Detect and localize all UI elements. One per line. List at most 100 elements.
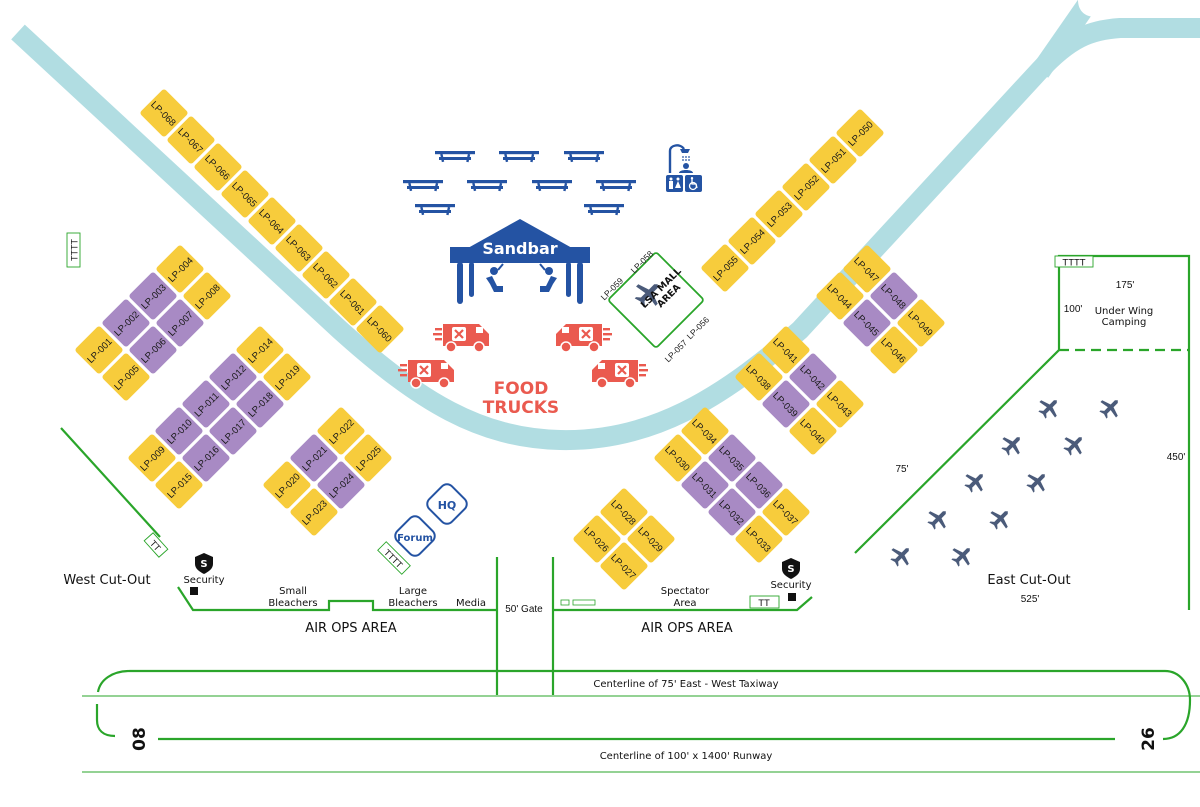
lot-plot[interactable]: LP-009 [127, 433, 176, 482]
lot-plot[interactable]: LP-004 [155, 244, 204, 293]
lot-plot[interactable]: LP-043 [815, 379, 864, 428]
lot-plot[interactable]: LP-050 [835, 108, 884, 157]
picnic-table-icon [403, 180, 443, 192]
lot-plot[interactable]: LP-055 [700, 243, 749, 292]
lot-plot[interactable]: LP-048 [869, 271, 918, 320]
gate-label: 50' Gate [505, 604, 543, 615]
food-trucks-label-line2: TRUCKS [483, 398, 559, 418]
lot-plot[interactable]: LP-008 [182, 271, 231, 320]
lot-plot-tile [275, 224, 323, 272]
lot-plot[interactable]: LP-031 [680, 460, 729, 509]
lot-plot[interactable]: LP-033 [734, 514, 783, 563]
lot-plot[interactable]: LP-005 [101, 352, 150, 401]
lot-plot-tile [155, 407, 203, 455]
lot-plot[interactable]: LP-063 [274, 223, 323, 272]
lot-plot-tile [681, 461, 729, 509]
lot-plot[interactable]: LP-018 [235, 379, 284, 428]
runway-centerline-label: Centerline of 100' x 1400' Runway [600, 751, 773, 762]
lsa-mall-area[interactable]: LSA MALL AREA [606, 247, 707, 348]
lot-plot[interactable]: LP-010 [154, 406, 203, 455]
picnic-table-icon [415, 204, 455, 216]
lot-plot[interactable]: LP-044 [815, 271, 864, 320]
lot-plot[interactable]: LP-053 [754, 189, 803, 238]
security-shield-icon [782, 558, 800, 579]
lot-plot-tile [209, 407, 257, 455]
lot-plot[interactable]: LP-060 [355, 304, 404, 353]
lot-plot[interactable]: LP-062 [301, 250, 350, 299]
small-bleachers-label: Bleachers [268, 598, 317, 609]
lot-plot[interactable]: LP-007 [155, 298, 204, 347]
lot-plot[interactable]: LP-015 [154, 460, 203, 509]
dimension-label: 75' [895, 464, 908, 475]
runway-number-26: 26 [1139, 727, 1159, 751]
lot-plot[interactable]: LP-065 [220, 169, 269, 218]
lot-plot[interactable]: LP-068 [139, 88, 188, 137]
lot-plot[interactable]: LP-042 [788, 352, 837, 401]
picnic-area [403, 151, 636, 216]
lot-plot[interactable]: LP-054 [727, 216, 776, 265]
lot-plot[interactable]: LP-030 [653, 433, 702, 482]
lot-plot[interactable]: LP-052 [781, 162, 830, 211]
runway-number-08: 08 [130, 727, 150, 751]
lot-plot[interactable]: LP-021 [289, 433, 338, 482]
lot-plot[interactable]: LP-020 [262, 460, 311, 509]
lot-plot[interactable]: LP-026 [572, 514, 621, 563]
lot-plot[interactable]: LP-019 [262, 352, 311, 401]
lot-plot[interactable]: LP-003 [128, 271, 177, 320]
lot-plot[interactable]: LP-029 [626, 514, 675, 563]
lot-plot[interactable]: LP-023 [289, 487, 338, 536]
lot-plot[interactable]: LP-067 [166, 115, 215, 164]
lot-plot[interactable]: LP-006 [128, 325, 177, 374]
lot-plot[interactable]: LP-038 [734, 352, 783, 401]
toilet-west-quad: TTTT [66, 232, 81, 268]
lot-plot-tile [789, 353, 837, 401]
lot-plot[interactable]: LP-066 [193, 142, 242, 191]
lot-plot[interactable]: LP-040 [788, 406, 837, 455]
food-truck-icon [431, 322, 491, 354]
lot-plot[interactable]: LP-046 [869, 325, 918, 374]
lot-plot[interactable]: LP-001 [74, 325, 123, 374]
lot-plot-tile [843, 245, 891, 293]
lot-plot-tile [317, 407, 365, 455]
lot-plot[interactable]: LP-039 [761, 379, 810, 428]
lot-plot[interactable]: LP-032 [707, 487, 756, 536]
lot-plot[interactable]: LP-051 [808, 135, 857, 184]
lot-plot[interactable]: LP-017 [208, 406, 257, 455]
lot-plot-tile [809, 136, 857, 184]
lot-plot[interactable]: LP-037 [761, 487, 810, 536]
parked-aircraft-icon [997, 429, 1028, 460]
picnic-table-icon [467, 180, 507, 192]
lot-plot[interactable]: LP-047 [842, 244, 891, 293]
lot-plot[interactable]: LP-045 [842, 298, 891, 347]
lot-plot[interactable]: LP-036 [734, 460, 783, 509]
runway-edge-lines [82, 695, 1200, 773]
lot-plot[interactable]: LP-014 [235, 325, 284, 374]
lot-plot[interactable]: LP-027 [599, 541, 648, 590]
lot-plot[interactable]: LP-028 [599, 487, 648, 536]
lot-plot-tile [897, 299, 945, 347]
picnic-table-icon [435, 151, 475, 163]
lot-plot[interactable]: LP-035 [707, 433, 756, 482]
hq-label: HQ [438, 499, 457, 512]
lot-plot[interactable]: LP-022 [316, 406, 365, 455]
parked-aircraft-icon [985, 503, 1016, 534]
lot-plot[interactable]: LP-011 [181, 379, 230, 428]
lot-plot[interactable]: LP-024 [316, 460, 365, 509]
lot-plot[interactable]: LP-041 [761, 325, 810, 374]
security-east: Security [770, 558, 812, 601]
lot-plot[interactable]: LP-025 [343, 433, 392, 482]
lot-plot-tile [155, 461, 203, 509]
lot-plot[interactable]: LP-002 [101, 298, 150, 347]
lot-plot[interactable]: LP-049 [896, 298, 945, 347]
lot-plot[interactable]: LP-034 [680, 406, 729, 455]
lot-plot[interactable]: LP-061 [328, 277, 377, 326]
hq-building[interactable]: HQ [424, 481, 469, 526]
forum-building[interactable]: Forum [392, 513, 437, 558]
lot-plot[interactable]: LP-064 [247, 196, 296, 245]
parked-aircraft-icon [960, 466, 991, 497]
lot-plot-tile [735, 461, 783, 509]
lot-plot[interactable]: LP-016 [181, 433, 230, 482]
lot-plot[interactable]: LP-012 [208, 352, 257, 401]
lot-plot-tile [755, 190, 803, 238]
area-labels: West Cut-Out East Cut-Out Small Bleacher… [63, 280, 1185, 762]
